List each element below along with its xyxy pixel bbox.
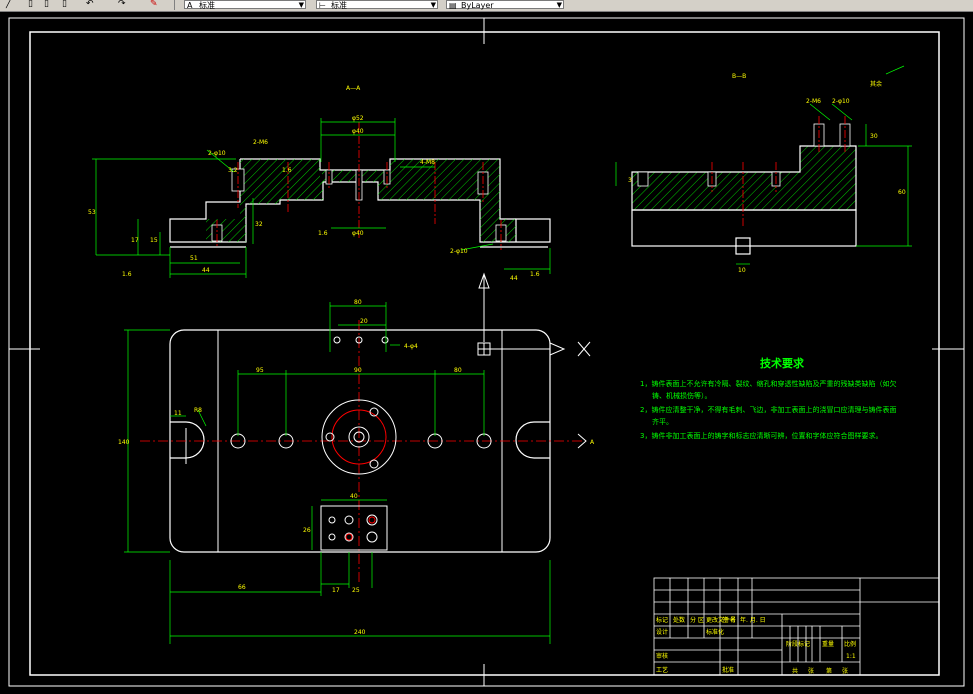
tb-weight: 重量: [822, 640, 834, 648]
linetype-combo[interactable]: ▤ ByLayer ▼: [446, 0, 564, 10]
dim-17: 17: [131, 237, 139, 244]
tb-mark: 标记: [656, 616, 668, 624]
toolbar: ╱ ▯ ▯ ▯ ↶ ↷ ✎ A 标准 ▼ ⊢ 标准 ▼ ▤ ByLayer ▼: [0, 0, 973, 12]
tech-title: 技术要求: [760, 356, 805, 370]
dim-phi40-bottom: φ40: [352, 230, 364, 237]
save-icon[interactable]: ▯: [62, 0, 67, 9]
dim-r8: R8: [194, 407, 202, 414]
dim-phi52: φ52: [352, 115, 364, 122]
tb-scale-label: 比例: [844, 640, 856, 648]
dim-style-value: 标准: [331, 1, 347, 10]
dim-11: 11: [174, 410, 182, 417]
match-properties-icon[interactable]: ✎: [150, 0, 158, 9]
toolbar-separator: [174, 0, 175, 10]
section-b-label: B—B: [732, 73, 746, 80]
roughness-1-6a: 1.6: [282, 167, 292, 174]
dim-26: 26: [303, 527, 311, 534]
roughness-1-6c: 1.6: [122, 271, 132, 278]
dim-30: 30: [870, 133, 878, 140]
pencil-icon[interactable]: ╱: [6, 0, 12, 9]
linetype-value: ByLayer: [461, 1, 494, 10]
dim-h60: 60: [898, 189, 906, 196]
dim-15: 15: [150, 237, 158, 244]
roughness-3-2: 3.2: [228, 167, 238, 174]
dim-95: 95: [256, 367, 264, 374]
dim-style-combo[interactable]: ⊢ 标准 ▼: [316, 0, 438, 10]
dim-4m8: 4-M8: [420, 159, 435, 166]
redo-icon[interactable]: ↷: [118, 0, 126, 9]
chevron-down-icon: ▼: [430, 1, 436, 9]
dim-2m6: 2-M6: [253, 139, 268, 146]
dim-80b: 80: [454, 367, 462, 374]
roughness-1-6d: 1.6: [530, 271, 540, 278]
tech-line-2b: 齐平。: [652, 417, 673, 426]
tech-line-2: 2，铸件应清整干净，不得有毛刺、飞边，非加工表面上的浇冒口应清理与铸件表面: [640, 405, 896, 414]
tb-scale: 1:1: [846, 653, 856, 660]
tb-review: 审核: [656, 652, 668, 660]
dim-10: 10: [738, 267, 746, 274]
dim-3: 3: [628, 177, 632, 184]
text-style-icon: A: [187, 1, 193, 10]
tech-line-1: 1，铸件表面上不允许有冷隔、裂纹、缩孔和穿透性缺陷及严重的残缺类缺陷（如欠: [640, 379, 896, 388]
rest-roughness-label: 其余: [870, 80, 882, 88]
dim-44: 44: [202, 267, 210, 274]
view-arrow-label: A: [590, 439, 595, 446]
tb-stage: 阶段标记: [786, 640, 810, 648]
drawing-canvas[interactable]: φ52 φ40 φ40 4-M8 2-φ10 2-M6 3.2 1.6 1.6 …: [0, 12, 973, 690]
tb-process: 工艺: [656, 666, 668, 674]
tb-sign: 签 名: [722, 616, 736, 624]
tb-sheet-no: 第: [826, 667, 832, 675]
tb-count: 处数: [673, 616, 685, 624]
tb-total: 共: [792, 667, 798, 675]
dim-40: 40: [350, 493, 358, 500]
open-file-icon[interactable]: ▯: [44, 0, 49, 9]
dim-53: 53: [88, 209, 96, 216]
technical-requirements: 技术要求 1，铸件表面上不允许有冷隔、裂纹、缩孔和穿透性缺陷及严重的残缺类缺陷（…: [640, 356, 896, 440]
tb-standard: 标准化: [706, 628, 724, 636]
dim-140: 140: [118, 439, 130, 446]
dim-17b: 17: [332, 587, 340, 594]
chevron-down-icon: ▼: [556, 1, 562, 9]
text-style-combo[interactable]: A 标准 ▼: [184, 0, 306, 10]
chevron-down-icon: ▼: [298, 1, 304, 9]
dim-20: 20: [360, 318, 368, 325]
tb-date: 年. 月. 日: [740, 616, 766, 624]
dim-style-icon: ⊢: [319, 1, 326, 10]
dim-51: 51: [190, 255, 198, 262]
dim-90: 90: [354, 367, 362, 374]
tb-approve: 批准: [722, 666, 734, 674]
plan-view[interactable]: 80 4-φ4 20 95 90 80 11 R8 140 40 26 66 1…: [118, 299, 595, 644]
section-a-label: A—A: [346, 85, 361, 92]
dim-240: 240: [354, 629, 366, 636]
dim-2phi10b: 2-φ10: [450, 248, 468, 255]
tb-change-doc: 更改文件号: [706, 616, 736, 624]
crosshair-cursor-icon: [477, 272, 591, 357]
text-style-value: 标准: [199, 1, 215, 10]
title-block: 标记 处数 分 区 更改文件号 签 名 年. 月. 日 设计 标准化 审核 工艺…: [653, 577, 940, 676]
dim-phi40: φ40: [352, 128, 364, 135]
dim-2m6-b: 2-M6: [806, 98, 821, 105]
dim-2phi10: 2-φ10: [208, 150, 226, 157]
dim-80: 80: [354, 299, 362, 306]
undo-icon[interactable]: ↶: [86, 0, 94, 9]
dim-25: 25: [352, 587, 360, 594]
tb-sheets: 张: [808, 667, 814, 675]
tb-design: 设计: [656, 628, 668, 636]
dim-66: 66: [238, 584, 246, 591]
dim-44b: 44: [510, 275, 518, 282]
roughness-1-6b: 1.6: [318, 230, 328, 237]
new-file-icon[interactable]: ▯: [28, 0, 33, 9]
dim-4phi4: 4-φ4: [404, 343, 418, 350]
linetype-icon: ▤: [449, 1, 457, 10]
drawing-frame: [8, 17, 965, 687]
section-a-view[interactable]: φ52 φ40 φ40 4-M8 2-φ10 2-M6 3.2 1.6 1.6 …: [88, 85, 551, 282]
tech-line-3: 3，铸件非加工表面上的铸字和标志应清晰可辨，位置和字体应符合图样要求。: [640, 431, 882, 440]
tech-line-1b: 铸、机械损伤等）。: [652, 391, 712, 400]
tb-zone: 分 区: [690, 616, 704, 624]
dim-32: 32: [255, 221, 263, 228]
dim-2phi10-b: 2-φ10: [832, 98, 850, 105]
tb-sheet: 张: [842, 667, 848, 675]
section-b-view[interactable]: B—B 其余 2-M6 2-φ10 30 60 10 3: [615, 65, 912, 274]
